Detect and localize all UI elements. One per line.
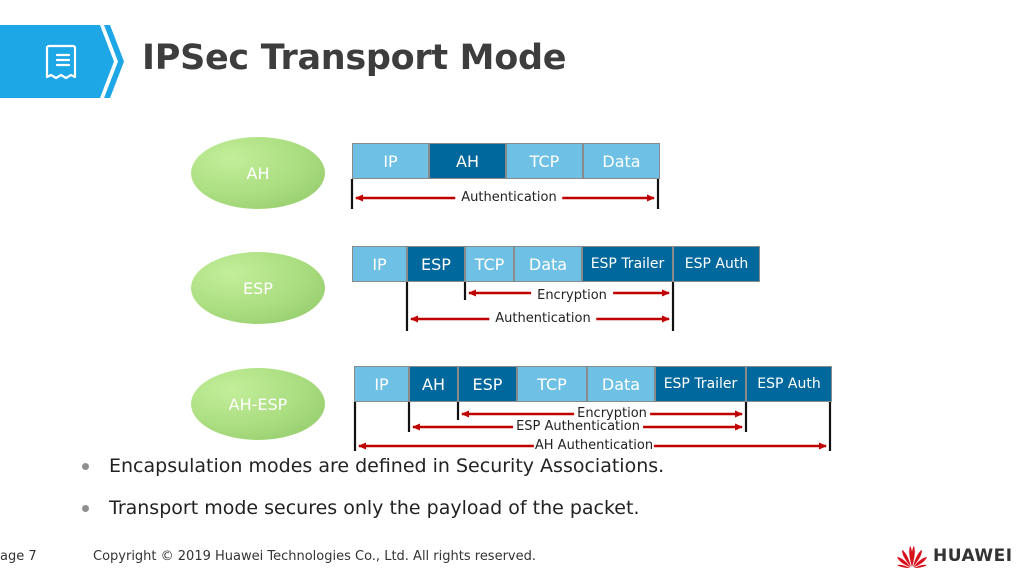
bullet-dot-icon xyxy=(82,462,89,470)
segment-tcp: TCP xyxy=(518,367,588,401)
segment-esp: ESP xyxy=(459,367,518,401)
segment-ah: AH xyxy=(430,144,507,178)
segment-ip: IP xyxy=(353,247,408,281)
segment-tcp: TCP xyxy=(507,144,584,178)
segment-esp: ESP xyxy=(408,247,466,281)
bullet-list: Encapsulation modes are defined in Secur… xyxy=(82,452,664,536)
mode-label: ESP xyxy=(243,278,273,298)
segment-esp-trailer: ESP Trailer xyxy=(583,247,674,281)
segment-tcp: TCP xyxy=(466,247,515,281)
segment-esp-trailer: ESP Trailer xyxy=(656,367,747,401)
packet-row-esp: IP ESP TCP Data ESP Trailer ESP Auth xyxy=(352,246,760,282)
segment-esp-auth: ESP Auth xyxy=(674,247,759,281)
mode-ellipse-ah-esp: AH-ESP xyxy=(191,368,325,440)
range-label: Encryption xyxy=(574,407,650,421)
bullet-text: Encapsulation modes are defined in Secur… xyxy=(109,455,665,477)
range-label: Authentication xyxy=(489,312,597,326)
range-label: Encryption xyxy=(531,289,613,303)
range-label: Authentication xyxy=(455,191,563,205)
segment-ip: IP xyxy=(355,367,410,401)
packet-row-ah: IP AH TCP Data xyxy=(352,143,660,179)
huawei-logo: HUAWEI xyxy=(896,544,1013,568)
page-title: IPSec Transport Mode xyxy=(142,38,567,78)
page-number: age 7 xyxy=(0,549,37,564)
document-receipt-icon xyxy=(45,44,77,80)
bullet-dot-icon xyxy=(82,504,89,512)
range-label: ESP Authentication xyxy=(513,420,643,434)
bullet-item: Transport mode secures only the payload … xyxy=(82,494,664,522)
bullet-text: Transport mode secures only the payload … xyxy=(109,497,640,519)
mode-ellipse-esp: ESP xyxy=(191,252,325,324)
segment-esp-auth: ESP Auth xyxy=(747,367,831,401)
bullet-item: Encapsulation modes are defined in Secur… xyxy=(82,452,664,480)
segment-data: Data xyxy=(584,144,659,178)
mode-label: AH-ESP xyxy=(228,394,288,414)
header-banner xyxy=(0,25,124,98)
huawei-petals-icon xyxy=(897,546,927,568)
copyright-text: Copyright © 2019 Huawei Technologies Co.… xyxy=(93,549,537,564)
segment-ah: AH xyxy=(410,367,459,401)
range-label: AH Authentication xyxy=(533,438,655,453)
mode-ellipse-ah: AH xyxy=(191,137,325,209)
segment-ip: IP xyxy=(353,144,430,178)
segment-data: Data xyxy=(588,367,656,401)
mode-label: AH xyxy=(246,163,270,183)
brand-name: HUAWEI xyxy=(933,546,1013,566)
packet-row-ah-esp: IP AH ESP TCP Data ESP Trailer ESP Auth xyxy=(354,366,832,402)
segment-data: Data xyxy=(515,247,583,281)
